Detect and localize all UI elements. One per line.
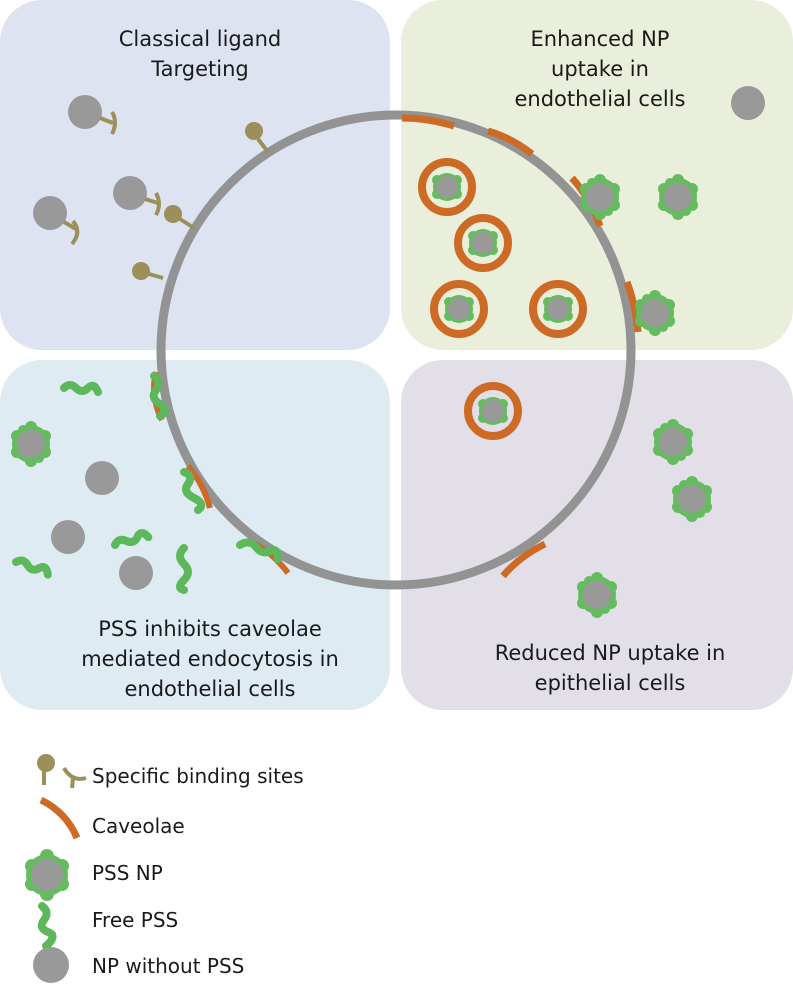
legend-label-np-without-pss: NP without PSS <box>92 954 245 978</box>
free-pss-bound-3 <box>236 538 282 563</box>
quadrant-bottom-right <box>401 360 793 710</box>
label-reduced-np-uptake: Reduced NP uptake in epithelial cells <box>455 638 765 698</box>
label-line: mediated endocytosis in <box>81 647 339 671</box>
free-pss-bound-2 <box>180 468 206 514</box>
caveola-6 <box>185 464 213 509</box>
label-line: Reduced NP uptake in <box>494 641 726 665</box>
label-line: uptake in <box>551 57 649 81</box>
np-without-pss-tr <box>731 86 765 120</box>
legend-label-binding-sites: Specific binding sites <box>92 764 304 788</box>
label-line: PSS inhibits caveolae <box>98 617 322 641</box>
label-enhanced-np-uptake: Enhanced NP uptake in endothelial cells <box>480 24 720 114</box>
label-line: Targeting <box>151 57 249 81</box>
ligand-np-1 <box>68 95 117 135</box>
np-without-pss-bl-1 <box>85 461 119 495</box>
legend-label-caveolae: Caveolae <box>92 814 185 838</box>
label-classical-ligand-targeting: Classical ligand Targeting <box>70 24 330 84</box>
np-without-pss-bl-3 <box>119 556 153 590</box>
caveola-1 <box>401 114 456 130</box>
caveola-8 <box>500 540 547 579</box>
caveola-2 <box>486 127 535 157</box>
label-line: endothelial cells <box>124 677 296 701</box>
quadrant-bottom-left <box>0 360 390 710</box>
free-pss-4 <box>176 544 192 594</box>
label-line: Classical ligand <box>118 27 282 51</box>
free-pss-bound-1 <box>149 372 169 420</box>
label-line: Enhanced NP <box>530 27 670 51</box>
label-line: endothelial cells <box>514 87 686 111</box>
legend-label-free-pss: Free PSS <box>92 908 179 932</box>
label-line: epithelial cells <box>534 671 686 695</box>
caveola-4 <box>623 280 642 333</box>
free-pss-icon <box>37 902 57 950</box>
binding-site-3 <box>132 262 164 280</box>
np-without-pss-icon <box>33 947 69 983</box>
pss-np-icon <box>25 849 69 901</box>
ligand-np-3 <box>33 196 80 246</box>
np-without-pss-bl-2 <box>51 520 85 554</box>
binding-site-2 <box>164 205 196 230</box>
quadrant-top-left <box>0 0 390 350</box>
ligand-np-2 <box>113 176 161 216</box>
cell-membrane <box>156 110 636 590</box>
caveolae-icon <box>39 796 81 840</box>
binding-site-icon <box>37 754 87 789</box>
label-pss-inhibits-caveolae: PSS inhibits caveolae mediated endocytos… <box>50 614 370 704</box>
binding-site-1 <box>245 122 270 154</box>
legend-label-pss-np: PSS NP <box>92 861 163 885</box>
